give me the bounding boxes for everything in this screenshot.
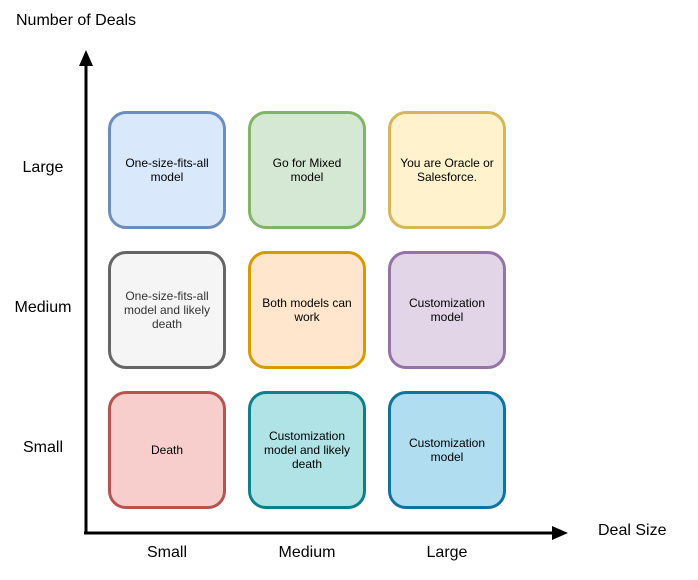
x-axis-title: Deal Size	[598, 522, 667, 539]
cell-text: Customization model and likely death	[263, 429, 351, 471]
cell-text: Customization model	[408, 436, 486, 464]
cell-medium-large: Customization model	[388, 251, 506, 369]
cell-text: Both models can work	[262, 296, 352, 324]
cell-small-medium: Customization model and likely death	[248, 391, 366, 509]
cell-medium-small: One-size-fits-all model and likely death	[108, 251, 226, 369]
x-axis-arrowhead	[552, 526, 568, 540]
cell-large-medium: Go for Mixed model	[248, 111, 366, 229]
row-label-small: Small	[22, 439, 63, 456]
cell-small-large: Customization model	[388, 391, 506, 509]
cell-text: Customization model	[408, 296, 486, 324]
col-label-medium: Medium	[278, 544, 336, 561]
cell-text: One-size-fits-all model and likely death	[123, 289, 211, 331]
cell-large-small: One-size-fits-all model	[108, 111, 226, 229]
col-label-large: Large	[426, 544, 468, 561]
row-label-large: Large	[22, 159, 64, 176]
cell-text: Go for Mixed model	[272, 156, 342, 184]
y-axis-arrowhead	[79, 50, 93, 66]
cell-text: One-size-fits-all model	[125, 156, 209, 184]
y-axis-title: Number of Deals	[16, 12, 137, 29]
cell-text: Death	[150, 443, 184, 457]
row-label-medium: Medium	[14, 299, 72, 316]
cell-small-small: Death	[108, 391, 226, 509]
col-label-small: Small	[146, 544, 187, 561]
cell-medium-medium: Both models can work	[248, 251, 366, 369]
cell-large-large: You are Oracle or Salesforce.	[388, 111, 506, 229]
cell-text: You are Oracle or Salesforce.	[400, 156, 494, 184]
